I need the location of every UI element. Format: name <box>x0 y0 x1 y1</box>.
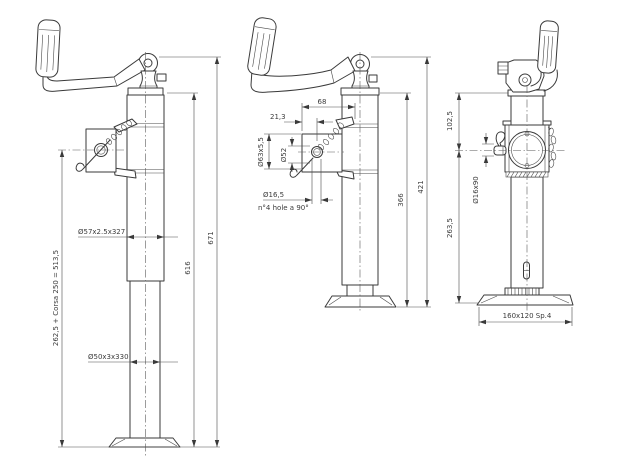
front-clamp-tab-bottom <box>113 167 137 179</box>
rear-base-foot <box>476 294 574 306</box>
front-base-foot <box>108 437 181 448</box>
side-dimensions: 68 21,3 Ø63x5,5 Ø52 Ø16,5 n°4 <box>257 56 431 308</box>
side-foot-bevel-left <box>328 296 342 306</box>
front-clip-wire <box>75 139 111 172</box>
front-swivel-bolt <box>156 73 167 82</box>
dim-rear-lower-height-label: 263,5 <box>446 218 454 238</box>
rear-crank-arm <box>543 69 558 92</box>
rear-foot-bevel-right <box>552 295 570 304</box>
side-base-foot <box>324 295 397 308</box>
front-foot-bevel-right <box>164 438 178 447</box>
front-foot-bevel-left <box>111 438 126 447</box>
dim-side-clamp-od-label: Ø63x5,5 <box>257 137 265 167</box>
rear-gearbox-tab <box>497 61 509 75</box>
rear-crank-arm-inner <box>530 71 542 87</box>
dim-side-clamp-id-label: Ø52 <box>280 148 288 162</box>
dim-front-tube-height-label: 616 <box>184 261 192 275</box>
dim-side-hole-offset-label: 21,3 <box>270 113 286 121</box>
side-view: 68 21,3 Ø63x5,5 Ø52 Ø16,5 n°4 <box>247 17 431 312</box>
side-safety-chain <box>317 122 345 150</box>
rear-gearbox-boss <box>518 73 532 87</box>
dim-front-upper-tube-label: Ø57x2.5x327 <box>78 228 125 236</box>
front-inner-tube <box>129 280 161 439</box>
front-swivel-hub <box>143 58 153 68</box>
dim-rear-head-height-label: 102,5 <box>446 111 454 131</box>
rear-clamp-ear-left <box>502 120 512 126</box>
side-crank-grip <box>247 17 277 76</box>
side-crank-arm <box>250 56 356 93</box>
rear-crank-grip <box>537 20 559 74</box>
front-dimensions: 262,5 + Corsa 250 = 513,5 616 671 Ø57x2.… <box>52 56 221 448</box>
rear-foot-bevel-left <box>480 295 498 304</box>
rear-clip-wire <box>495 131 506 147</box>
rear-view: 102,5 263,5 Ø16x90 160x120 Sp.4 <box>446 20 574 326</box>
rear-safety-chain <box>547 126 557 168</box>
dim-rear-pin-size-label: Ø16x90 <box>472 176 480 203</box>
dim-front-stroke-label: 262,5 + Corsa 250 = 513,5 <box>52 250 60 346</box>
front-crank-arm <box>42 58 146 92</box>
front-view: 262,5 + Corsa 250 = 513,5 616 671 Ø57x2.… <box>35 19 221 456</box>
dim-side-hole-diameter-label: Ø16,5 <box>263 191 284 199</box>
rear-clamp-ear-right <box>542 120 552 126</box>
front-crank-arm-bend <box>113 76 118 87</box>
dim-front-total-height-label: 671 <box>207 231 215 244</box>
side-swivel-bolt <box>368 74 378 83</box>
front-swivel-housing <box>139 70 158 89</box>
side-crank-arm-bend <box>330 69 335 84</box>
front-crank-grip <box>35 19 61 78</box>
dim-side-total-height-label: 421 <box>417 180 425 193</box>
front-safety-chain <box>106 119 132 145</box>
dim-side-bracket-width-label: 68 <box>318 98 327 106</box>
rear-dimensions: 102,5 263,5 Ø16x90 160x120 Sp.4 <box>446 92 573 326</box>
dim-side-hole-note-label: n°4 hole a 90° <box>258 204 309 212</box>
side-clip-wire <box>289 157 314 178</box>
side-foot-bevel-right <box>379 296 393 306</box>
dim-front-lower-tube-label: Ø50x3x330 <box>88 353 129 361</box>
rear-part <box>476 20 574 306</box>
dim-rear-base-plate-label: 160x120 Sp.4 <box>503 312 552 320</box>
side-swivel-housing <box>351 70 370 89</box>
dim-side-tube-height-label: 366 <box>397 193 405 207</box>
rear-gearbox-boss-inner <box>522 77 528 83</box>
